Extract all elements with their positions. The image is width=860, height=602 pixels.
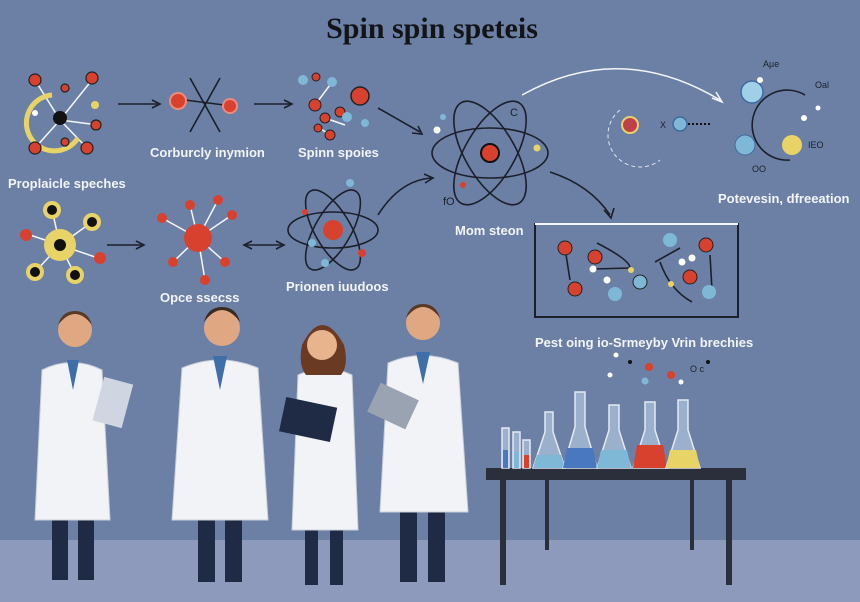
scientist-4 bbox=[367, 304, 469, 582]
svg-text:fO: fO bbox=[443, 196, 455, 208]
label-potevesin: Potevesin, dfreeation bbox=[718, 191, 850, 206]
label-pest: Pest oing io-Srmeyby Vrin brechies bbox=[535, 335, 753, 350]
svg-text:O c: O c bbox=[690, 364, 705, 374]
molecule-proplaicle bbox=[24, 71, 102, 155]
curved-arrow bbox=[521, 67, 721, 101]
molecule-spinn bbox=[298, 72, 370, 141]
label-opce: Opce ssecss bbox=[160, 290, 240, 305]
floating-particles: O c bbox=[607, 352, 710, 385]
label-proplaicle: Proplaicle speches bbox=[8, 176, 126, 191]
svg-text:OO: OO bbox=[752, 164, 766, 174]
label-mom: Mom steon bbox=[455, 223, 524, 238]
scientist-3 bbox=[279, 325, 359, 585]
label-prionen: Prionen iuudoos bbox=[286, 279, 389, 294]
molecule-opce bbox=[157, 195, 237, 285]
svg-text:Oal: Oal bbox=[815, 80, 829, 90]
molecule-potevesin: X Aµe Oal IEO OO bbox=[607, 59, 829, 174]
svg-text:X: X bbox=[660, 120, 666, 130]
svg-text:C: C bbox=[510, 107, 518, 119]
page-title: Spin spin speteis bbox=[326, 12, 538, 45]
atom-prionen bbox=[287, 179, 379, 271]
molecule-yellow bbox=[20, 201, 106, 284]
glassware bbox=[501, 391, 702, 469]
lab-table bbox=[486, 468, 746, 585]
scientist-1 bbox=[34, 311, 134, 580]
svg-text:Aµe: Aµe bbox=[763, 59, 779, 69]
atom-mom-steon: C fO bbox=[431, 100, 549, 208]
scientist-2 bbox=[171, 307, 269, 582]
label-spinn: Spinn spoies bbox=[298, 145, 379, 160]
label-corburcly: Corburcly inymion bbox=[150, 145, 265, 160]
molecule-corburcly bbox=[169, 77, 238, 133]
reaction-panel bbox=[534, 223, 739, 318]
svg-text:IEO: IEO bbox=[808, 140, 824, 150]
